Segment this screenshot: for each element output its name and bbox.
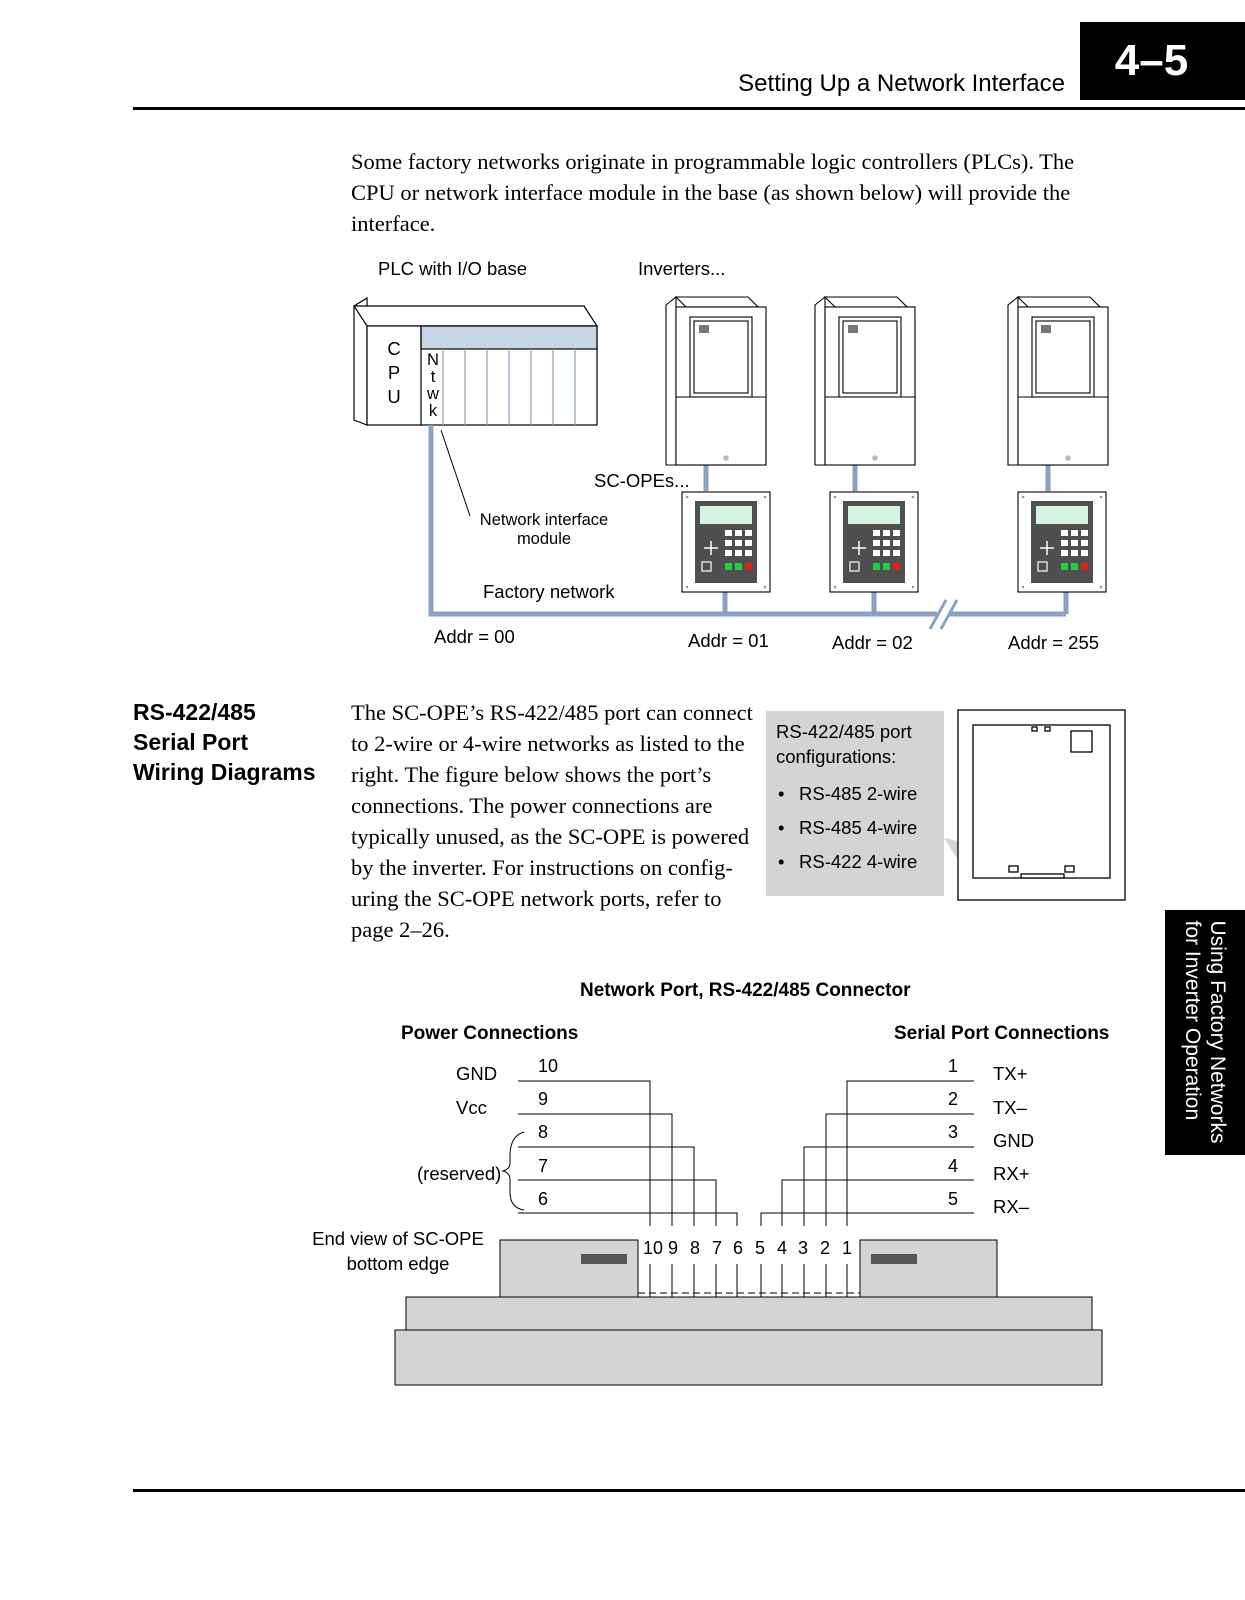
- running-header-title: Setting Up a Network Interface: [738, 70, 1065, 97]
- address-label: Addr = 02: [832, 632, 913, 653]
- side-tab-line: for Inverter Operation: [1181, 920, 1204, 1121]
- serial-pin-label: TX–: [993, 1097, 1027, 1118]
- reserved-label: (reserved): [417, 1163, 502, 1184]
- cpu-letter: P: [387, 362, 401, 383]
- serial-pin-label: GND: [993, 1130, 1035, 1151]
- cpu-letter: C: [387, 338, 401, 359]
- page-number: 4–5: [1080, 22, 1245, 100]
- end-view-label-line: End view of SC-OPE: [312, 1228, 484, 1249]
- plc-label: PLC with I/O base: [378, 258, 528, 279]
- connector-title: Network Port, RS-422/485 Connector: [580, 980, 911, 1001]
- connector-wiring: [501, 1080, 974, 1226]
- footer-rule: [133, 1489, 1245, 1492]
- cpu-letter: U: [387, 386, 401, 407]
- address-label: Addr = 255: [1008, 632, 1100, 653]
- serial-pin-number: 4: [948, 1156, 959, 1176]
- power-pin-label: Vcc: [456, 1097, 487, 1118]
- power-pin-number: 7: [538, 1156, 549, 1176]
- power-connections-heading: Power Connections: [401, 1023, 579, 1044]
- sc-opes-label: SC-OPEs...: [594, 470, 690, 491]
- section-heading-line: Wiring Diagrams: [133, 759, 316, 785]
- config-item: RS-485 4-wire: [776, 811, 934, 845]
- end-view-pin-number: 8: [690, 1238, 701, 1258]
- serial-pin-number: 1: [948, 1056, 959, 1076]
- config-title: RS-422/485 port configurations:: [776, 721, 912, 767]
- end-view-label-line: bottom edge: [346, 1253, 450, 1274]
- power-pin-number: 6: [538, 1189, 549, 1209]
- end-view-pin-number: 4: [777, 1238, 788, 1258]
- nim-label-line: module: [516, 530, 572, 548]
- serial-pin-number: 3: [948, 1122, 959, 1142]
- address-label: Addr = 01: [688, 630, 769, 651]
- end-view-pin-number: 7: [712, 1238, 723, 1258]
- factory-network-label: Factory network: [483, 581, 615, 602]
- end-view-pin-number: 6: [733, 1238, 744, 1258]
- inverters-label: Inverters...: [638, 258, 726, 279]
- config-item: RS-422 4-wire: [776, 845, 934, 879]
- inverter-3: [1007, 295, 1109, 466]
- address-label: Addr = 00: [434, 626, 515, 647]
- serial-connections-heading: Serial Port Connections: [894, 1023, 1110, 1044]
- end-view-pin-number: 9: [668, 1238, 679, 1258]
- serial-pin-label: TX+: [993, 1063, 1028, 1084]
- intro-paragraph: Some factory networks originate in progr…: [351, 149, 1075, 236]
- end-view-pin-number: 5: [755, 1238, 766, 1258]
- section-heading-line: Serial Port: [133, 729, 249, 755]
- serial-pin-number: 2: [948, 1089, 959, 1109]
- cpu-label: C P U: [386, 337, 402, 409]
- end-view-pin-number: 3: [798, 1238, 809, 1258]
- serial-pin-label: RX–: [993, 1196, 1029, 1217]
- section-heading: RS-422/485 Serial Port Wiring Diagrams: [133, 697, 343, 787]
- plc-io-base: [352, 296, 599, 426]
- config-list: RS-485 2-wire RS-485 4-wire RS-422 4-wir…: [776, 777, 934, 879]
- network-break-icon: [928, 599, 959, 630]
- side-tab-line: Using Factory Networks: [1206, 920, 1229, 1144]
- ntwk-letter: N: [427, 351, 439, 369]
- nim-label-line: Network interface: [479, 511, 609, 529]
- section-heading-line: RS-422/485: [133, 699, 256, 725]
- power-pin-number: 9: [538, 1089, 549, 1109]
- config-callout: RS-422/485 port configurations: RS-485 2…: [766, 711, 944, 896]
- nim-pointer: [440, 429, 471, 517]
- power-pin-label: GND: [456, 1063, 498, 1084]
- ntwk-letter: t: [430, 368, 436, 386]
- ntwk-letter: k: [428, 402, 438, 420]
- config-item: RS-485 2-wire: [776, 777, 934, 811]
- connector-end-view: [394, 1239, 1103, 1386]
- sc-ope-keypad-1: [681, 491, 771, 593]
- chapter-side-tab: Using Factory Networks for Inverter Oper…: [1165, 910, 1245, 1155]
- serial-pin-label: RX+: [993, 1163, 1030, 1184]
- end-view-pin-number: 1: [842, 1238, 853, 1258]
- ntwk-label: N t w k: [426, 352, 440, 420]
- sc-ope-keypad-2: [829, 491, 919, 593]
- nim-label: Network interface module: [470, 511, 618, 549]
- serial-pin-number: 5: [948, 1189, 959, 1209]
- section-body: The SC-OPE’s RS-422/485 port can connect…: [351, 700, 753, 942]
- inverter-1: [665, 295, 767, 466]
- ntwk-letter: w: [427, 385, 439, 403]
- end-view-pin-number: 10: [643, 1238, 664, 1258]
- inverter-2: [814, 295, 916, 466]
- end-view-label: End view of SC-OPE bottom edge: [305, 1226, 491, 1276]
- sc-ope-keypad-3: [1017, 491, 1107, 593]
- header-rule: [133, 107, 1245, 110]
- power-pin-number: 10: [538, 1056, 559, 1076]
- power-pin-number: 8: [538, 1122, 549, 1142]
- side-tab-text: Using Factory Networks for Inverter Oper…: [1180, 921, 1230, 1144]
- sc-ope-outline-drawing: [944, 709, 1126, 901]
- end-view-pin-number: 2: [820, 1238, 831, 1258]
